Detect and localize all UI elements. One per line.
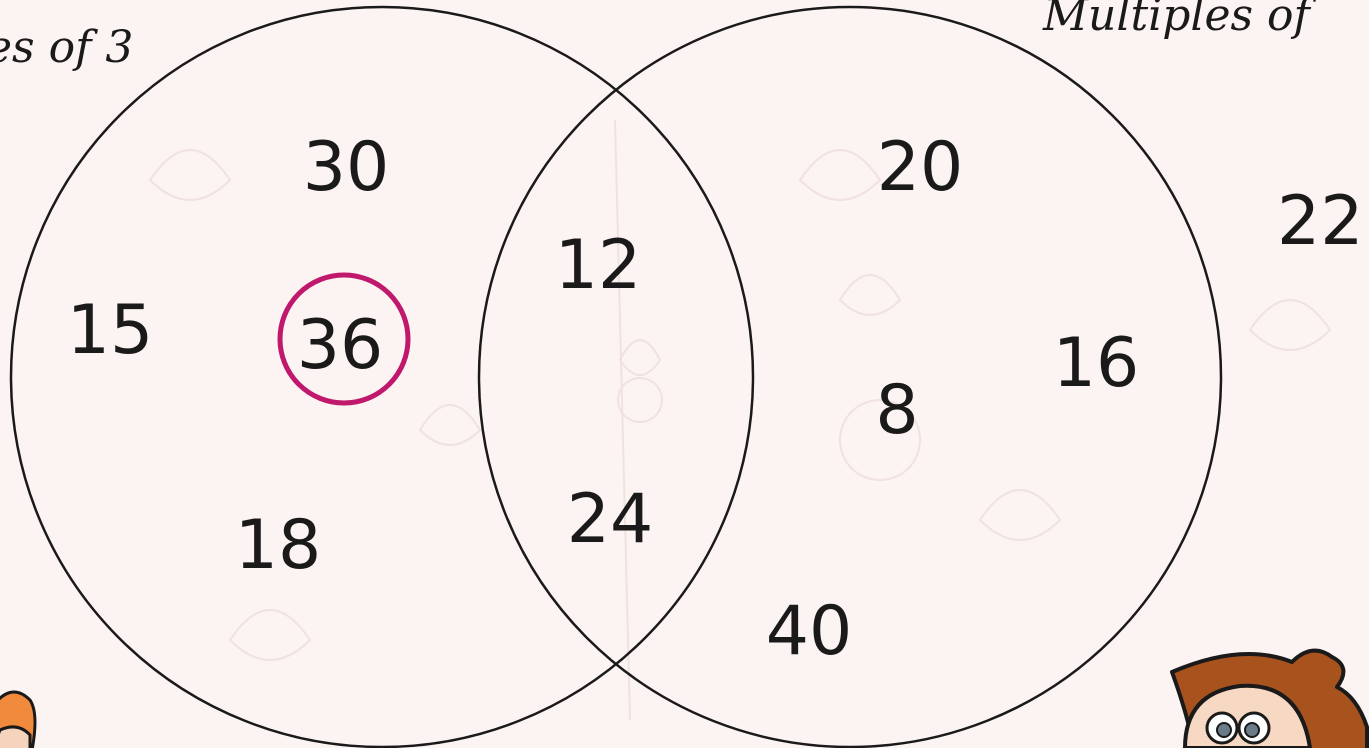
cartoon-child-icon: [0, 692, 35, 748]
right-set-label: Multiples of: [1042, 0, 1317, 41]
number-18: 18: [235, 506, 322, 585]
number-22: 22: [1277, 182, 1364, 261]
number-12: 12: [555, 226, 642, 305]
number-16: 16: [1053, 324, 1140, 403]
number-36: 36: [297, 306, 384, 385]
number-30: 30: [303, 128, 390, 207]
number-40: 40: [766, 592, 853, 671]
number-8: 8: [875, 371, 918, 450]
background-pattern: [150, 120, 1330, 720]
left-set-label: es of 3: [0, 22, 133, 73]
number-24: 24: [567, 480, 654, 559]
number-20: 20: [877, 128, 964, 207]
number-15: 15: [67, 291, 154, 370]
cartoon-boy-icon: [1172, 651, 1367, 748]
